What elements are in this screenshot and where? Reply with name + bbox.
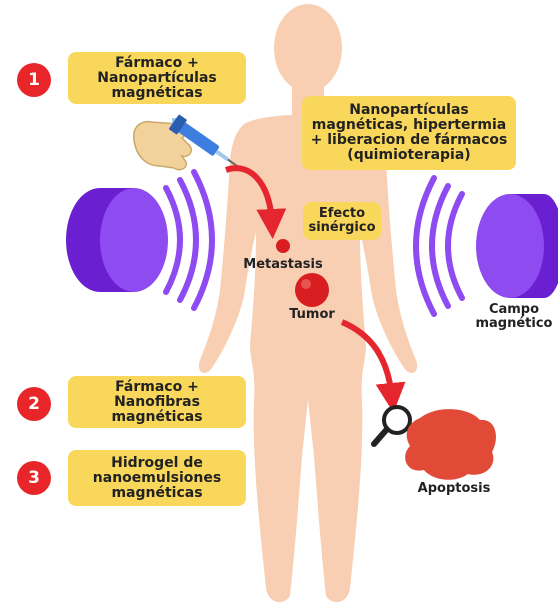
magnet-icon xyxy=(66,188,168,292)
step-1-box: Fármaco + Nanopartículas magnéticas xyxy=(68,52,246,104)
hyperthermia-box: Nanopartículas magnéticas, hipertermia +… xyxy=(302,96,516,170)
step-2-badge: 2 xyxy=(17,387,51,421)
metastasis-label: Metastasis xyxy=(240,258,326,272)
step-1-badge: 1 xyxy=(17,63,51,97)
tumor-label: Tumor xyxy=(282,308,342,322)
magnifier-icon xyxy=(374,407,410,444)
step-3-badge: 3 xyxy=(17,461,51,495)
magnetic-field-label: Campo magnético xyxy=(470,303,558,331)
magnetic-waves-right xyxy=(416,178,462,314)
metastasis-cell xyxy=(276,239,290,253)
magnetic-waves-left xyxy=(166,172,212,308)
apoptosis-blob xyxy=(405,409,496,480)
apoptosis-label: Apoptosis xyxy=(404,482,504,496)
magnet-icon xyxy=(476,194,558,298)
synergy-box: Efecto sinérgico xyxy=(303,202,381,240)
step-3-box: Hidrogel de nanoemulsiones magnéticas xyxy=(68,450,246,506)
step-2-box: Fármaco + Nanofibras magnéticas xyxy=(68,376,246,428)
tumor-cell xyxy=(295,273,329,307)
